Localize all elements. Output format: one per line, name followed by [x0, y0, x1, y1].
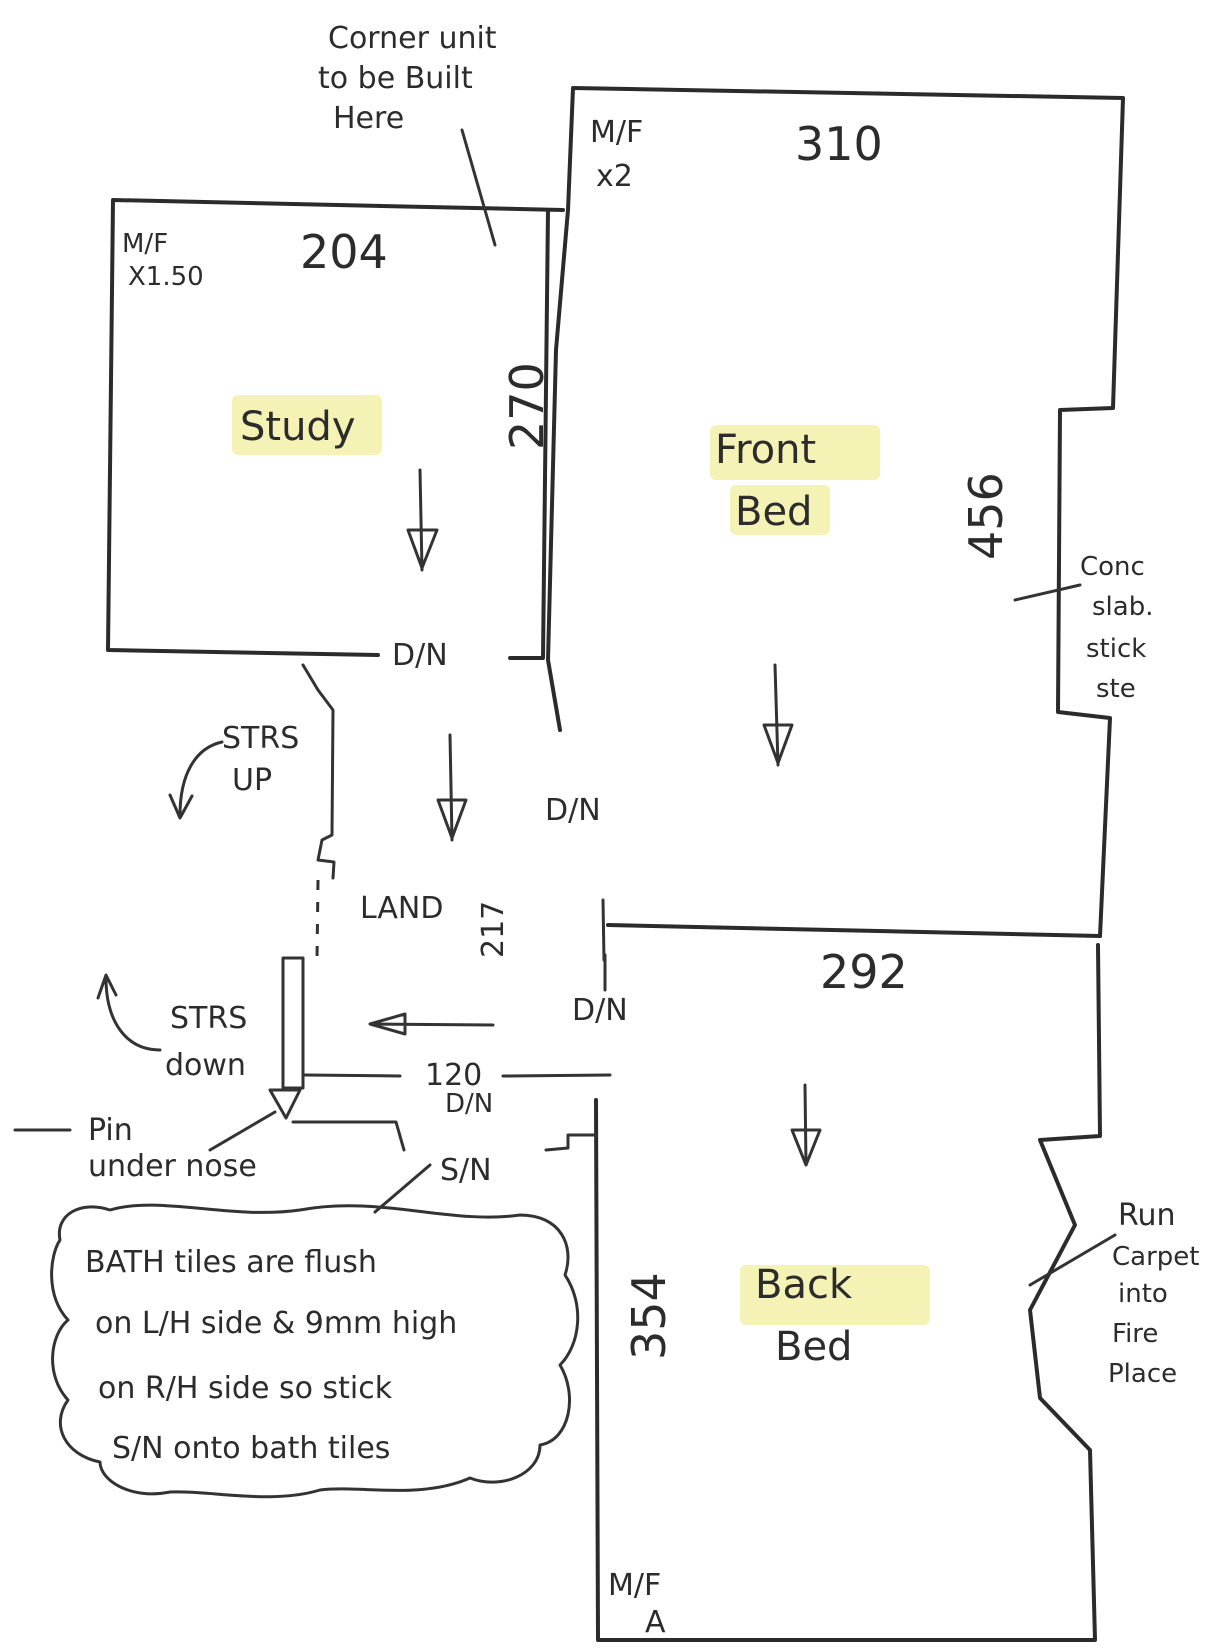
landing-label: LAND [360, 891, 443, 926]
bath-note-line3: on R/H side so stick [98, 1371, 393, 1406]
bath-note-cloud [50, 1203, 580, 1499]
landing-arrow [436, 733, 468, 842]
front-bed-left-wall [546, 208, 570, 732]
front-bed-highlight-2 [730, 485, 830, 535]
corner-unit-note-line3: Here [333, 101, 404, 136]
bath-threshold-strip [281, 956, 305, 1090]
corner-unit-note-line2: to be Built [318, 61, 473, 96]
front-bed-label-line1: Front [715, 427, 816, 473]
back-bed-door: D/N [572, 993, 628, 1028]
bath-sn: S/N [440, 1153, 492, 1188]
strs-up-arrow [168, 740, 224, 820]
bath-width-dim: 120 [425, 1058, 482, 1093]
strs-down-line2: down [165, 1048, 246, 1083]
bath-width-line-left [303, 1073, 402, 1078]
back-bed-highlight [740, 1265, 930, 1325]
run-carpet-line2: Carpet [1112, 1242, 1199, 1272]
pin-note-line1: Pin [88, 1113, 133, 1148]
front-bed-door: D/N [545, 793, 601, 828]
front-bed-label-line2: Bed [735, 489, 812, 535]
run-carpet-line3: into [1118, 1279, 1168, 1309]
pin-note-line2: under nose [88, 1149, 257, 1184]
strs-down-line1: STRS [170, 1001, 247, 1036]
study-door: D/N [392, 638, 448, 673]
run-carpet-leader [1028, 1233, 1117, 1287]
study-wall [106, 198, 565, 657]
conc-slab-note-line2: slab. [1092, 592, 1153, 622]
front-bed-mf-line2: x2 [596, 159, 633, 194]
bath-door-right [544, 1133, 597, 1152]
back-bed-arrow [790, 1083, 822, 1167]
bath-note-line4: S/N onto bath tiles [112, 1431, 390, 1466]
front-bed-wall [566, 86, 1125, 938]
study-depth: 270 [500, 362, 554, 450]
corner-unit-note-line1: Corner unit [328, 21, 497, 56]
study-mf-line2: X1.50 [128, 262, 204, 292]
bath-note-leader [373, 1163, 432, 1214]
study-label: Study [240, 404, 356, 450]
conc-slab-note-line3: stick [1086, 634, 1146, 664]
pin-arrow [268, 1088, 302, 1120]
front-bed-mf-line1: M/F [590, 115, 643, 150]
back-bed-depth: 354 [622, 1272, 676, 1360]
study-wall-right [508, 208, 550, 660]
conc-slab-note-line4: ste [1096, 674, 1136, 704]
run-carpet-line1: Run [1118, 1198, 1176, 1233]
study-arrow [406, 468, 439, 572]
front-bed-highlight [710, 425, 880, 480]
bath-wall [291, 1120, 406, 1152]
strs-down-arrow [96, 973, 162, 1052]
bath-left-arrow [368, 1012, 495, 1036]
front-bed-door-jamb [601, 898, 606, 962]
back-bed-label-line2: Bed [775, 1324, 852, 1370]
strs-up-line2: UP [232, 763, 272, 798]
front-bed-arrow [762, 663, 794, 767]
strs-up-line1: STRS [222, 721, 299, 756]
landing-left-wall [301, 663, 336, 880]
back-bed-width: 292 [820, 945, 908, 999]
study-width: 204 [300, 225, 388, 279]
pin-leader [208, 1110, 277, 1152]
front-bed-width: 310 [795, 117, 883, 171]
back-bed-label-line1: Back [755, 1262, 853, 1308]
back-bed-mf-line2: A [645, 1605, 666, 1640]
front-bed-depth: 456 [959, 472, 1013, 560]
back-bed-wall [594, 943, 1102, 1642]
conc-slab-leader [1013, 583, 1082, 602]
bath-width-line-right [501, 1073, 612, 1078]
front-back-divider [606, 923, 1102, 938]
run-carpet-line5: Place [1108, 1359, 1177, 1389]
corner-unit-leader [460, 128, 497, 247]
conc-slab-note-line1: Conc [1080, 552, 1145, 582]
landing-dashed-wall [315, 879, 320, 961]
landing-depth: 217 [476, 901, 511, 958]
run-carpet-line4: Fire [1112, 1319, 1158, 1349]
study-highlight [232, 395, 382, 455]
bath-note-line1: BATH tiles are flush [85, 1245, 377, 1280]
back-bed-mf-line1: M/F [608, 1568, 661, 1603]
bath-door: D/N [445, 1089, 493, 1119]
study-mf-line1: M/F [122, 229, 168, 259]
bath-note-line2: on L/H side & 9mm high [95, 1306, 457, 1341]
